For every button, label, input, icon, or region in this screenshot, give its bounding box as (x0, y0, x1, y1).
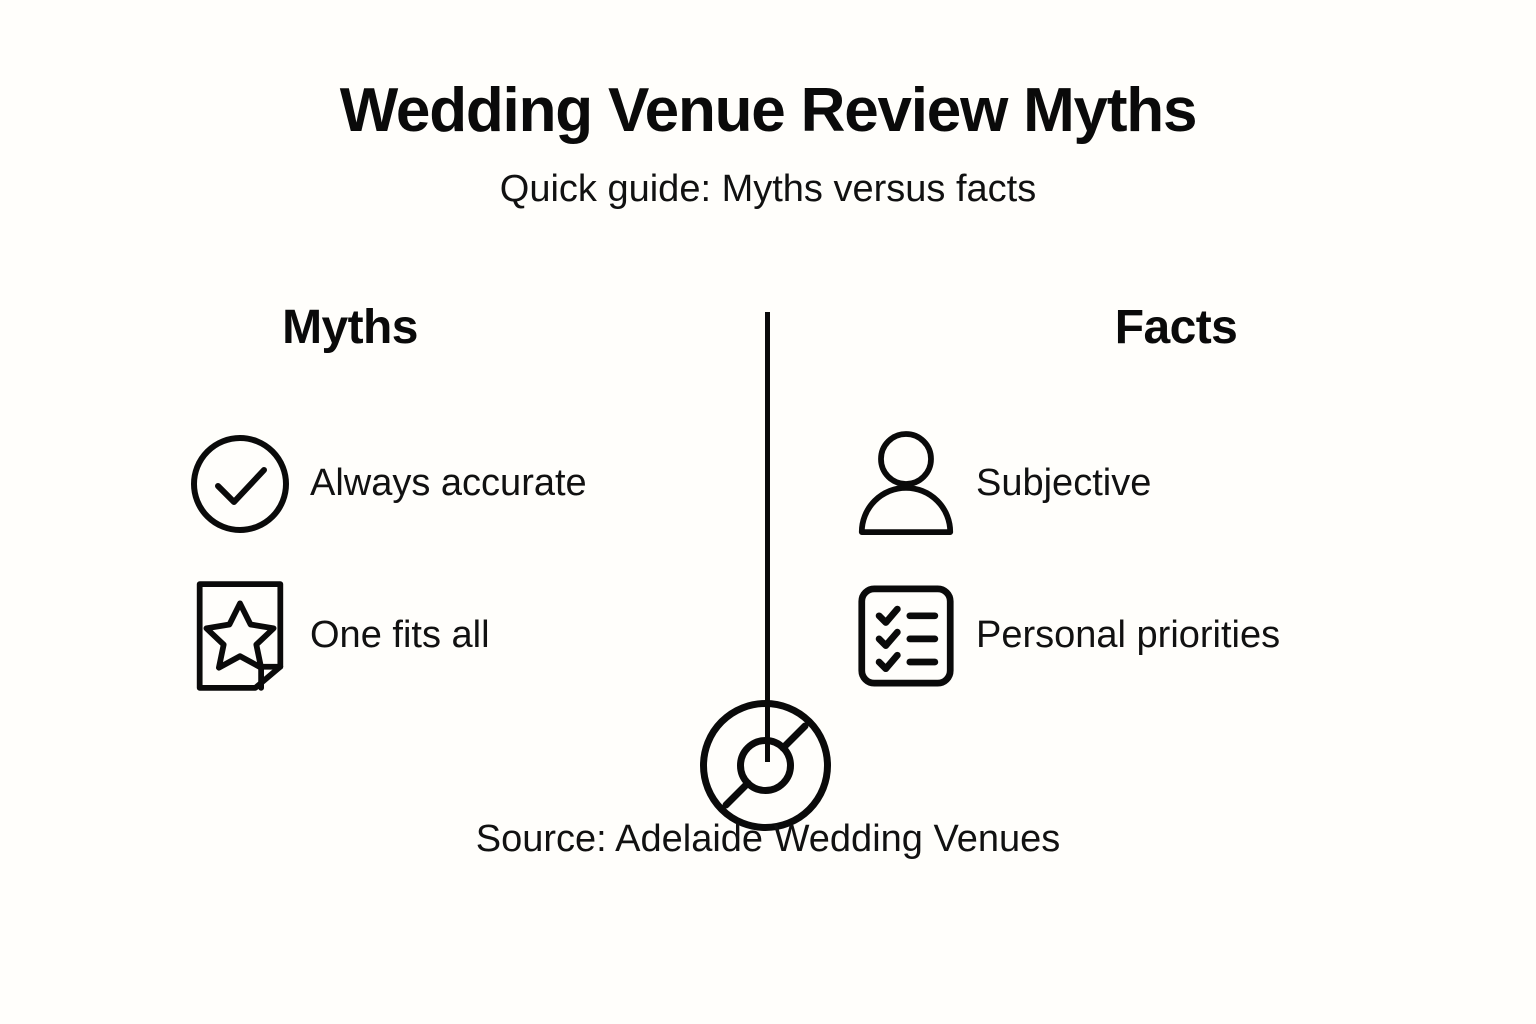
comparison-section: Myths Always accurate (0, 300, 1536, 831)
list-item-label: Subjective (976, 462, 1152, 505)
page-title: Wedding Venue Review Myths (339, 76, 1198, 145)
list-item-label: Personal priorities (976, 614, 1281, 657)
list-item: Always accurate (60, 408, 700, 560)
compare-dial-icon (695, 695, 836, 836)
header: Wedding Venue Review Myths Quick guide: … (0, 78, 1536, 211)
source-attribution: Source: Adelaide Wedding Venues (475, 818, 1061, 860)
footer: Source: Adelaide Wedding Venues (0, 818, 1536, 861)
person-icon (852, 428, 960, 540)
page-subtitle: Quick guide: Myths versus facts (499, 168, 1037, 211)
vertical-divider (765, 312, 770, 762)
document-star-icon (186, 580, 294, 692)
list-item: Personal priorities (836, 560, 1476, 712)
checklist-icon (852, 580, 960, 692)
facts-list: Subjective Persona (836, 408, 1476, 712)
column-heading-myths: Myths (282, 301, 418, 354)
check-circle-icon (186, 428, 294, 540)
list-item: One fits all (60, 560, 700, 712)
myths-list: Always accurate One fits all (60, 408, 700, 712)
column-myths: Myths Always accurate (60, 300, 700, 691)
column-facts: Facts Subjective (836, 300, 1476, 687)
list-item: Subjective (836, 408, 1476, 560)
list-item-label: Always accurate (310, 462, 587, 505)
list-item-label: One fits all (310, 614, 490, 657)
column-heading-facts: Facts (1114, 301, 1238, 354)
